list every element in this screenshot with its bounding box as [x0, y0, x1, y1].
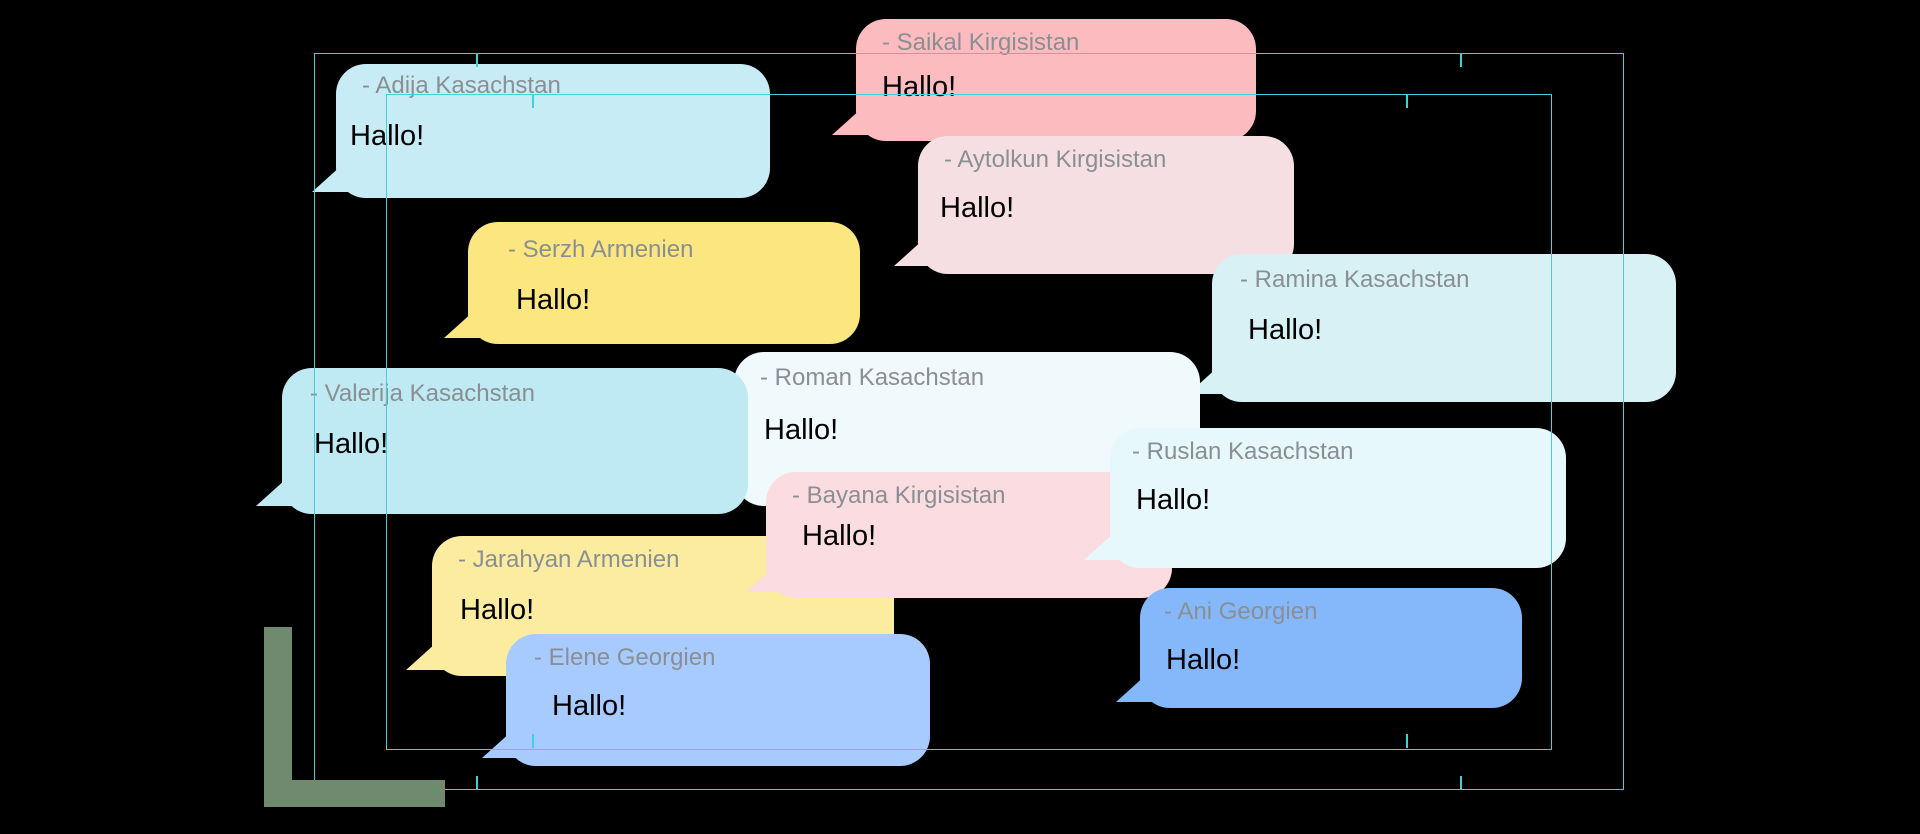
speech-bubble-aytolkun: - Aytolkun Kirgisistan Hallo!	[894, 136, 1294, 274]
sender-name: - Roman Kasachstan	[760, 364, 985, 391]
title-safe-frame	[386, 94, 1552, 750]
guide-tick	[1460, 776, 1462, 790]
bubble-tail	[256, 470, 296, 506]
guide-tick	[532, 94, 534, 108]
action-safe-frame	[314, 53, 1624, 790]
message-text: Hallo!	[764, 414, 839, 446]
message-text: Hallo!	[940, 192, 1015, 224]
guide-tick	[1406, 94, 1408, 108]
corner-bracket-horizontal	[264, 780, 445, 807]
message-text: Hallo!	[516, 284, 591, 316]
speech-bubble-adija: - Adija Kasachstan Hallo!	[312, 64, 770, 198]
sender-name: - Aytolkun Kirgisistan	[944, 146, 1167, 173]
sender-name: - Serzh Armenien	[508, 236, 694, 263]
speech-bubble-ramina: - Ramina Kasachstan Hallo!	[1188, 254, 1676, 402]
sender-name: - Saikal Kirgisistan	[882, 29, 1080, 56]
guide-tick	[476, 776, 478, 790]
speech-bubble-elene: - Elene Georgien Hallo!	[482, 634, 930, 766]
message-text: Hallo!	[1248, 314, 1323, 346]
message-text: Hallo!	[350, 120, 425, 152]
message-text: Hallo!	[460, 594, 535, 626]
message-text: Hallo!	[1166, 644, 1241, 676]
message-text: Hallo!	[802, 520, 877, 552]
sender-name: - Ruslan Kasachstan	[1132, 438, 1354, 465]
message-text: Hallo!	[1136, 484, 1211, 516]
sender-name: - Ramina Kasachstan	[1240, 266, 1470, 293]
sender-name: - Valerija Kasachstan	[310, 380, 535, 407]
guide-tick	[476, 53, 478, 67]
message-text: Hallo!	[314, 428, 389, 460]
sender-name: - Elene Georgien	[534, 644, 716, 671]
speech-bubble-saikal: - Saikal Kirgisistan Hallo!	[832, 19, 1256, 141]
sender-name: - Ani Georgien	[1164, 598, 1318, 625]
guide-tick	[1406, 734, 1408, 748]
guide-tick	[532, 734, 534, 748]
speech-bubble-bayana: - Bayana Kirgisistan Hallo!	[746, 472, 1172, 598]
speech-bubble-ani: - Ani Georgien Hallo!	[1116, 588, 1522, 708]
corner-bracket-vertical	[264, 627, 292, 807]
message-text: Hallo!	[552, 690, 627, 722]
speech-bubble-ruslan: - Ruslan Kasachstan Hallo!	[1084, 428, 1566, 568]
speech-bubble-serzh: - Serzh Armenien Hallo!	[444, 222, 860, 344]
sender-name: - Jarahyan Armenien	[458, 546, 680, 573]
guide-tick	[1460, 53, 1462, 67]
sender-name: - Bayana Kirgisistan	[792, 482, 1006, 509]
message-text: Hallo!	[882, 71, 957, 103]
speech-bubble-valerija: - Valerija Kasachstan Hallo!	[256, 368, 748, 514]
